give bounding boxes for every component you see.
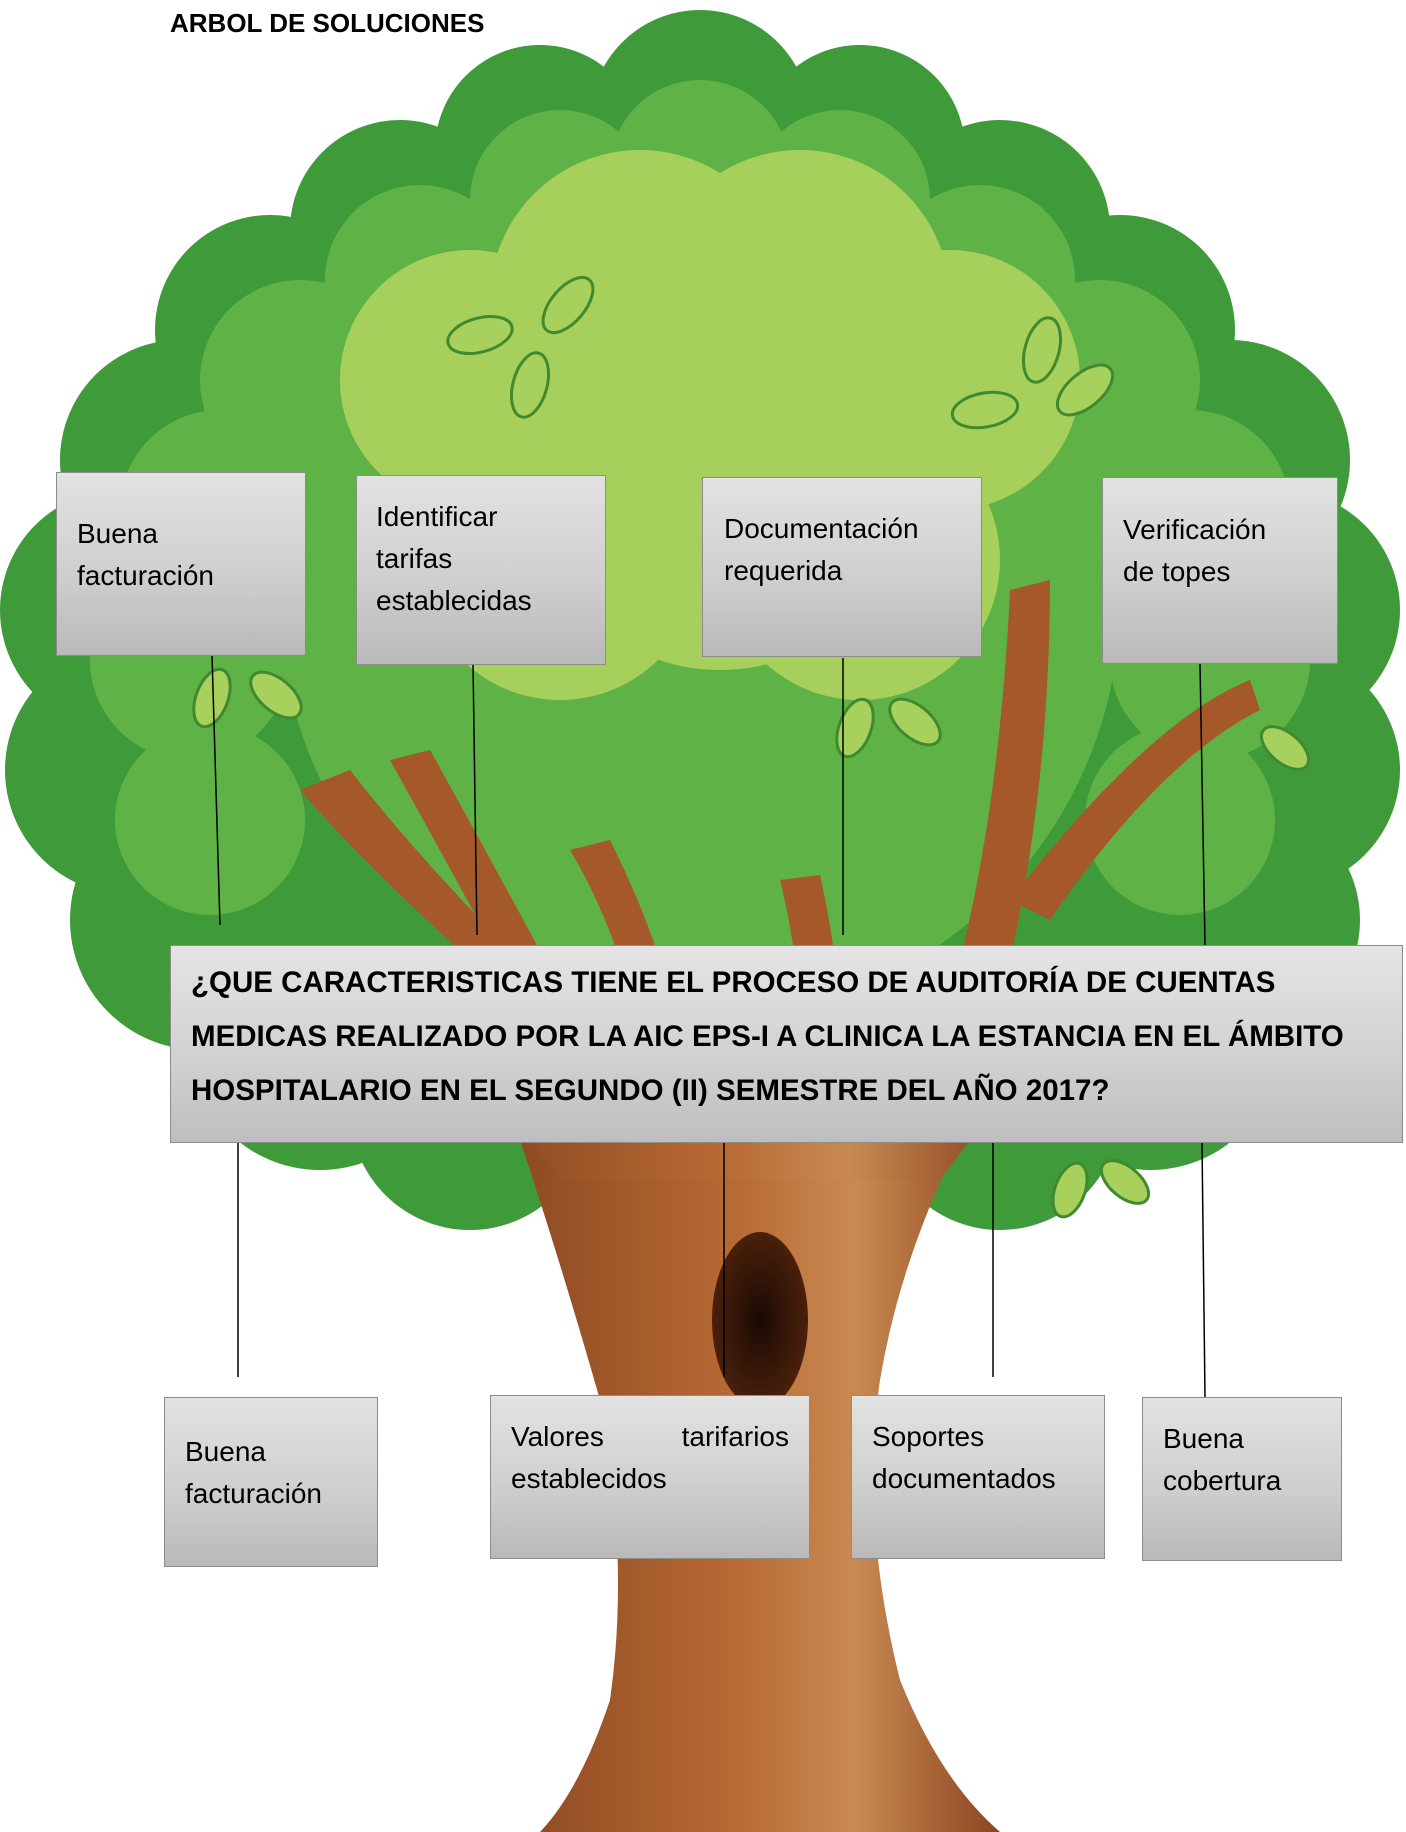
branches: [300, 580, 1260, 960]
box-label: Documentación requerida: [724, 513, 919, 586]
bottom-box-soportes-documentados: Soportes documentados: [851, 1395, 1105, 1559]
top-box-buena-facturacion: Buena facturación: [56, 472, 306, 656]
bottom-box-valores-tarifarios: Valores tarifarios establecidos: [490, 1395, 810, 1559]
box-label: Identificar tarifas establecidas: [376, 501, 532, 616]
box-label-line-2: establecidos: [511, 1463, 667, 1494]
page-title: ARBOL DE SOLUCIONES: [170, 8, 485, 38]
leaves: [192, 275, 1311, 1219]
central-question: ¿QUE CARACTERISTICAS TIENE EL PROCESO DE…: [170, 945, 1403, 1143]
connector-line: [472, 663, 478, 936]
connector-lines: [211, 654, 1206, 1398]
box-label: Buena cobertura: [1163, 1423, 1282, 1496]
top-box-documentacion: Documentación requerida: [702, 477, 982, 657]
connector-line: [211, 654, 221, 926]
box-label: Verificación de topes: [1123, 514, 1267, 587]
question-text: ¿QUE CARACTERISTICAS TIENE EL PROCESO DE…: [191, 966, 1344, 1107]
bottom-box-buena-cobertura: Buena cobertura: [1142, 1397, 1342, 1561]
box-label: Soportes documentados: [872, 1421, 1056, 1494]
top-box-identificar-tarifas: Identificar tarifas establecidas: [356, 475, 606, 665]
box-label-line-1: Valores tarifarios: [511, 1421, 789, 1452]
connector-line: [1201, 1142, 1206, 1398]
bottom-box-buena-facturacion: Buena facturación: [164, 1397, 378, 1567]
connector-line: [1199, 663, 1206, 946]
top-box-verificacion-topes: Verificación de topes: [1102, 477, 1338, 664]
trunk-hollow: [712, 1232, 808, 1408]
box-label: Buena facturación: [77, 518, 214, 591]
box-label: Buena facturación: [185, 1436, 322, 1509]
